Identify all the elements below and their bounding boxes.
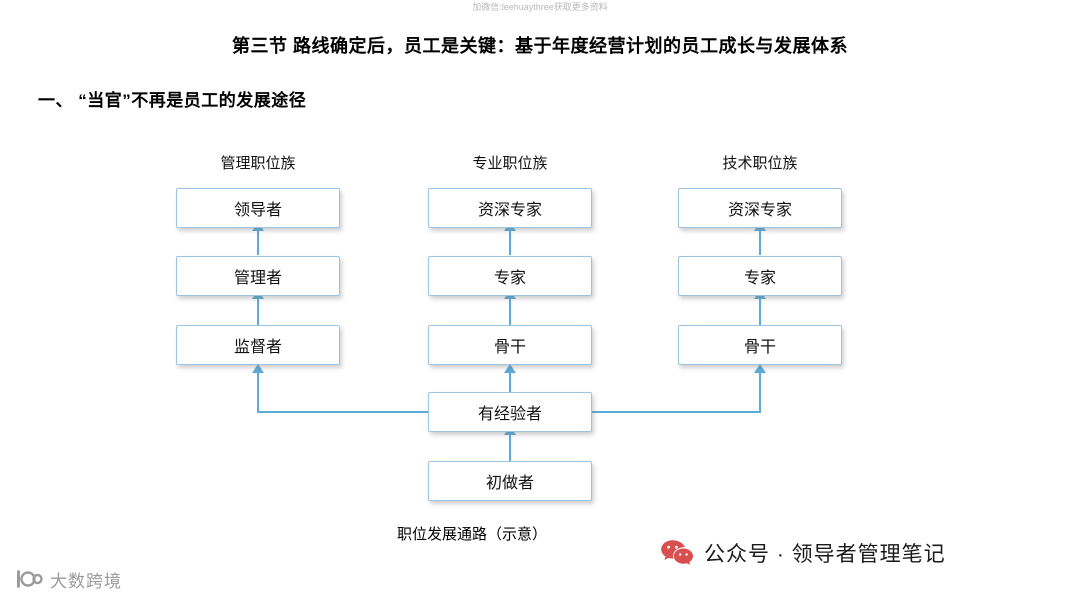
connector-beginner-to-experienced — [509, 432, 511, 461]
column-header-technical: 技术职位族 — [722, 155, 798, 172]
connector-mgmt-mid-to-top — [257, 228, 259, 255]
arrow-bus-to-mgmt — [252, 364, 264, 373]
page-title: 第三节 路线确定后，员工是关键：基于年度经营计划的员工成长与发展体系 — [232, 36, 848, 56]
node-technical-senior-expert[interactable]: 资深专家 — [678, 188, 842, 228]
subsection-heading: 一、 “当官”不再是员工的发展途径 — [38, 91, 307, 110]
wechat-watermark-label: 公众号 · 领导者管理笔记 — [704, 543, 946, 566]
node-technical-backbone[interactable]: 骨干 — [678, 325, 842, 365]
diagram-caption: 职位发展通路（示意） — [0, 523, 1080, 544]
arrow-bus-to-pro — [504, 364, 516, 373]
node-technical-expert[interactable]: 专家 — [678, 256, 842, 296]
column-header-professional: 专业职位族 — [472, 155, 548, 172]
node-professional-backbone[interactable]: 骨干 — [428, 325, 592, 365]
node-experienced[interactable]: 有经验者 — [428, 392, 592, 432]
site-watermark-label: 大数跨境 — [50, 572, 122, 591]
arrow-bus-to-tech — [754, 364, 766, 373]
node-beginner[interactable]: 初做者 — [428, 461, 592, 501]
top-watermark: 加微信:leehuaythree获取更多资料 — [472, 2, 608, 12]
wechat-icon — [660, 539, 694, 567]
connector-tech-low-to-mid — [759, 296, 761, 325]
node-professional-expert[interactable]: 专家 — [428, 256, 592, 296]
connector-tech-mid-to-top — [759, 228, 761, 255]
node-management-manager[interactable]: 管理者 — [176, 256, 340, 296]
connector-bus-to-mgmt — [257, 370, 259, 412]
connector-pro-mid-to-top — [509, 228, 511, 255]
site-watermark: 大数跨境 — [14, 567, 122, 592]
connector-pro-low-to-mid — [509, 296, 511, 325]
connector-bus-to-pro — [509, 370, 511, 412]
node-professional-senior-expert[interactable]: 资深专家 — [428, 188, 592, 228]
connector-bus-to-tech — [759, 370, 761, 412]
column-header-management: 管理职位族 — [220, 155, 296, 172]
connector-mgmt-low-to-mid — [257, 296, 259, 325]
dashuakuajing-logo-icon — [14, 568, 44, 592]
node-management-supervisor[interactable]: 监督者 — [176, 325, 340, 365]
node-management-leader[interactable]: 领导者 — [176, 188, 340, 228]
career-path-diagram: 管理职位族 专业职位族 技术职位族 领导者 管理者 监督者 资深专家 专家 骨干… — [0, 130, 1080, 550]
diagram-caption-text: 职位发展通路（示意） — [396, 526, 547, 543]
wechat-watermark: 公众号 · 领导者管理笔记 — [660, 538, 946, 568]
